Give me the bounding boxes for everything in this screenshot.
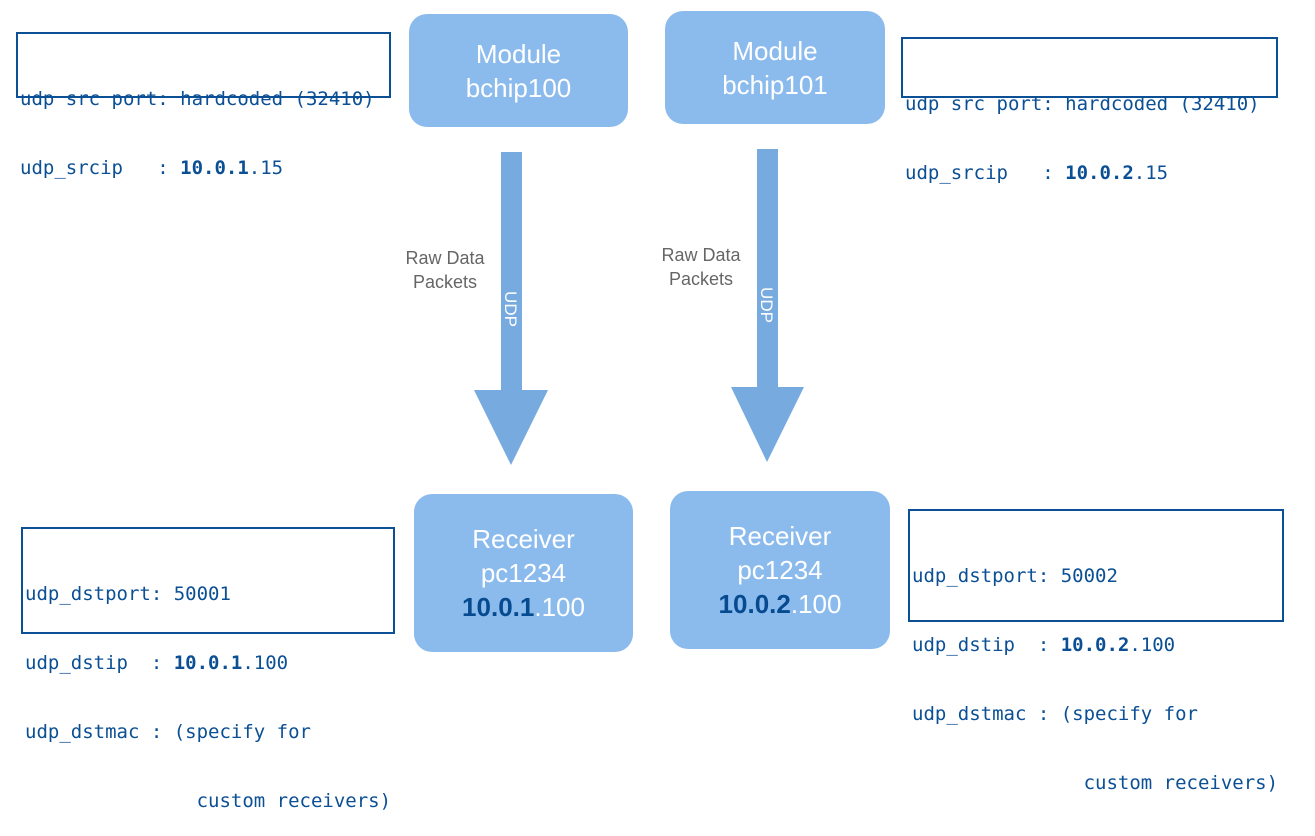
- arrow-label-right-line1: Raw Data: [661, 245, 741, 265]
- receiver-ip-subnet: 10.0.2: [718, 589, 791, 619]
- dst-ip-subnet: 10.0.2: [1060, 634, 1130, 656]
- src-port-line: udp src port: hardcoded (32410): [20, 88, 375, 110]
- udp-protocol-label-left: UDP: [501, 291, 520, 327]
- dst-mac-line2: custom receivers): [25, 790, 392, 812]
- udp-arrow-right: UDP: [731, 149, 804, 462]
- receiver-name: pc1234: [737, 555, 823, 585]
- src-ip-subnet: 10.0.1: [180, 157, 249, 179]
- dst-mac-line2: custom receivers): [912, 772, 1279, 794]
- udp-arrow-left: UDP: [474, 152, 548, 465]
- src-config-box-right: udp src port: hardcoded (32410) udp_srci…: [901, 37, 1278, 184]
- module-name: bchip100: [465, 72, 572, 103]
- arrow-label-left-line2: Packets: [412, 272, 478, 292]
- src-ip-host: .15: [1133, 162, 1169, 184]
- src-ip-line: udp_srcip : 10.0.1.15: [20, 157, 387, 180]
- dst-config-box-left: udp_dstport: 50001 udp_dstip : 10.0.1.10…: [21, 527, 395, 812]
- dst-port-line: udp_dstport: 50002: [912, 565, 1118, 587]
- module-bchip101: Module bchip101: [665, 11, 885, 124]
- dst-mac-line1: udp_dstmac : (specify for: [912, 703, 1198, 725]
- module-name: bchip101: [722, 69, 828, 100]
- receiver-10-0-1: Receiver pc1234 10.0.1.100: [414, 494, 633, 652]
- dst-config-box-right: udp_dstport: 50002 udp_dstip : 10.0.2.10…: [908, 509, 1284, 794]
- dst-mac-line1: udp_dstmac : (specify for: [25, 721, 311, 743]
- src-ip-subnet: 10.0.2: [1065, 162, 1134, 184]
- dst-ip-prefix: udp_dstip :: [912, 634, 1061, 656]
- module-title: Module: [732, 35, 818, 66]
- udp-protocol-label-right: UDP: [757, 287, 776, 323]
- src-config-box-left: udp src port: hardcoded (32410) udp_srci…: [16, 32, 391, 179]
- dst-ip-host: .100: [1129, 634, 1176, 656]
- dst-ip-line: udp_dstip : 10.0.2.100: [912, 634, 1280, 657]
- receiver-ip-subnet: 10.0.1: [462, 592, 535, 622]
- arrow-label-left: Raw Data Packets: [390, 246, 500, 294]
- src-ip-prefix: udp_srcip :: [20, 157, 181, 179]
- dst-ip-host: .100: [242, 652, 289, 674]
- receiver-title: Receiver: [472, 524, 575, 554]
- module-bchip100: Module bchip100: [409, 14, 628, 127]
- receiver-ip-host: .100: [790, 589, 842, 619]
- receiver-title: Receiver: [728, 521, 832, 551]
- dst-ip-subnet: 10.0.1: [173, 652, 243, 674]
- receiver-name: pc1234: [480, 558, 567, 588]
- arrow-label-left-line1: Raw Data: [405, 248, 485, 268]
- dst-ip-line: udp_dstip : 10.0.1.100: [25, 652, 391, 675]
- dst-port-line: udp_dstport: 50001: [25, 583, 231, 605]
- dst-ip-prefix: udp_dstip :: [25, 652, 174, 674]
- src-port-line: udp src port: hardcoded (32410): [905, 93, 1260, 115]
- receiver-ip-host: .100: [534, 592, 585, 622]
- receiver-ip: 10.0.1.100: [462, 590, 585, 624]
- receiver-10-0-2: Receiver pc1234 10.0.2.100: [670, 491, 890, 649]
- receiver-ip: 10.0.2.100: [719, 587, 842, 621]
- module-title: Module: [475, 38, 562, 69]
- src-ip-line: udp_srcip : 10.0.2.15: [905, 162, 1274, 185]
- udp-arrows: UDP UDP: [474, 149, 804, 465]
- arrow-label-right: Raw Data Packets: [646, 243, 756, 291]
- src-ip-host: .15: [248, 157, 284, 179]
- arrow-label-right-line2: Packets: [668, 269, 734, 289]
- src-ip-prefix: udp_srcip :: [905, 162, 1066, 184]
